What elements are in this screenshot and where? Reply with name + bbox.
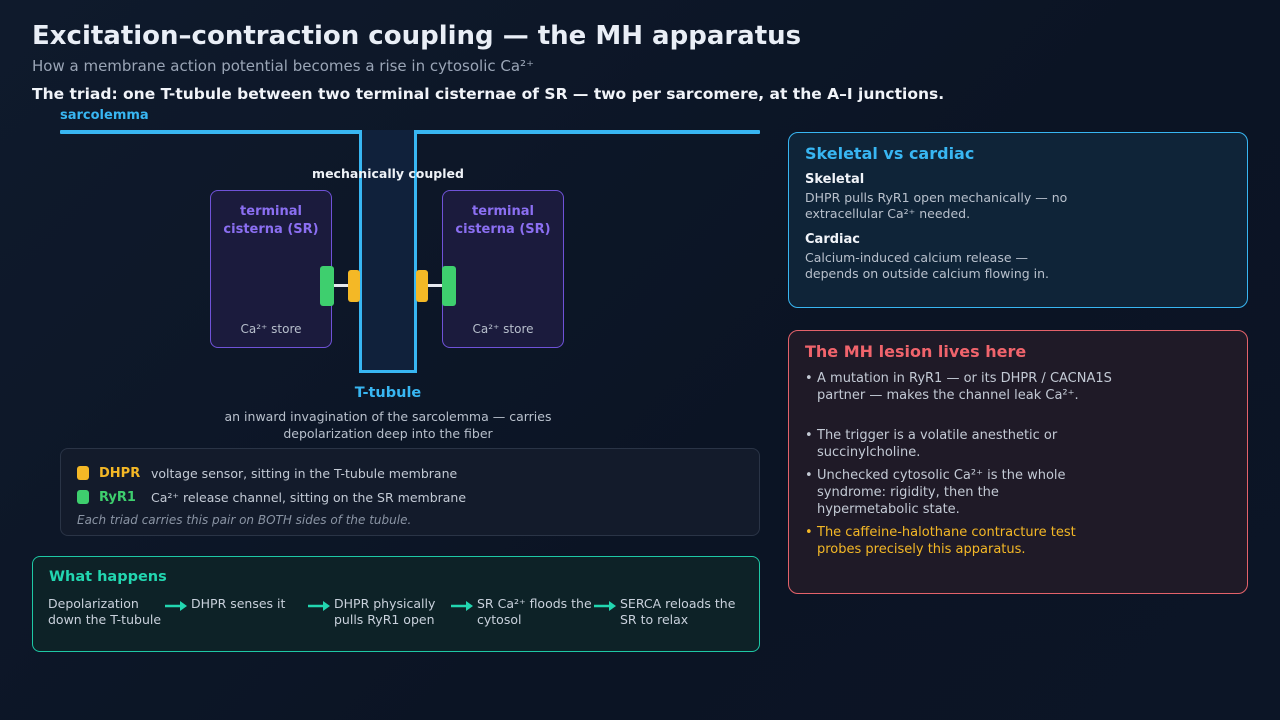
mh-bullet-4: •The caffeine-halothane contracture test… — [805, 525, 1076, 557]
sarcolemma-label: sarcolemma — [60, 108, 149, 123]
what-happens-panel: What happens Depolarization down the T-t… — [32, 556, 760, 652]
arrow-right-icon — [451, 601, 473, 611]
step-3: DHPR physically pulls RyR1 open — [334, 596, 436, 627]
cardiac-heading: Cardiac — [805, 232, 860, 247]
arrow-right-icon — [308, 601, 330, 611]
mh-bullet-3-text: Unchecked cytosolic Ca²⁺ is the whole sy… — [817, 468, 1066, 517]
ryr1-desc: Ca²⁺ release channel, sitting on the SR … — [151, 489, 467, 505]
t-tubule-label: T-tubule — [354, 385, 422, 401]
t-tubule-description: an inward invagination of the sarcolemma… — [224, 409, 552, 441]
mh-bullet-3: •Unchecked cytosolic Ca²⁺ is the whole s… — [805, 468, 1066, 517]
compare-title: Skeletal vs cardiac — [805, 144, 975, 163]
dhpr-left — [348, 270, 360, 302]
dhpr-name: DHPR — [99, 465, 141, 481]
dhpr-desc: voltage sensor, sitting in the T-tubule … — [151, 465, 458, 481]
cisterna-left-store: Ca²⁺ store — [240, 322, 302, 336]
mechanically-coupled-label: mechanically coupled — [312, 166, 464, 181]
ryr1-name: RyR1 — [99, 489, 136, 505]
legend: DHPR voltage sensor, sitting in the T-tu… — [60, 448, 760, 536]
arrow-right-icon — [594, 601, 616, 611]
dhpr-right — [416, 270, 428, 302]
mh-bullet-2: •The trigger is a volatile anesthetic or… — [805, 428, 1058, 460]
legend-row-dhpr: DHPR voltage sensor, sitting in the T-tu… — [77, 464, 457, 482]
what-happens-title: What happens — [49, 569, 167, 585]
ryr1-right — [442, 266, 456, 306]
terminal-cisterna-right: terminal cisterna (SR) Ca²⁺ store — [442, 190, 564, 348]
mh-bullet-1: •A mutation in RyR1 — or its DHPR / CACN… — [805, 371, 1112, 403]
triad-note: The triad: one T-tubule between two term… — [32, 85, 945, 103]
cisterna-right-label: terminal cisterna (SR) — [455, 204, 551, 237]
arrow-right-icon — [165, 601, 187, 611]
t-tubule — [359, 130, 417, 373]
mh-lesion-card: The MH lesion lives here •A mutation in … — [788, 330, 1248, 594]
coupling-link-left — [334, 284, 348, 287]
step-4: SR Ca²⁺ floods the cytosol — [477, 596, 592, 627]
coupling-link-right — [428, 284, 442, 287]
skeletal-text: DHPR pulls RyR1 open mechanically — no e… — [805, 190, 1068, 221]
mh-bullet-1-text: A mutation in RyR1 — or its DHPR / CACNA… — [817, 371, 1112, 403]
cisterna-right-store: Ca²⁺ store — [472, 322, 534, 336]
cardiac-text: Calcium-induced calcium release — depend… — [805, 250, 1050, 281]
terminal-cisterna-left: terminal cisterna (SR) Ca²⁺ store — [210, 190, 332, 348]
page-subtitle: How a membrane action potential becomes … — [32, 57, 534, 75]
legend-row-ryr1: RyR1 Ca²⁺ release channel, sitting on th… — [77, 488, 466, 506]
mh-bullet-2-text: The trigger is a volatile anesthetic or … — [817, 428, 1058, 460]
legend-note: Each triad carries this pair on BOTH sid… — [77, 513, 412, 527]
step-5: SERCA reloads the SR to relax — [620, 596, 736, 627]
skeletal-heading: Skeletal — [805, 172, 865, 187]
step-1: Depolarization down the T-tubule — [48, 596, 162, 627]
page-title: Excitation–contraction coupling — the MH… — [32, 21, 802, 51]
ryr1-left — [320, 266, 334, 306]
dhpr-swatch — [77, 466, 89, 480]
step-2: DHPR senses it — [191, 596, 286, 611]
cisterna-left-label: terminal cisterna (SR) — [223, 204, 319, 237]
skeletal-vs-cardiac-card: Skeletal vs cardiac Skeletal DHPR pulls … — [788, 132, 1248, 308]
ryr1-swatch — [77, 490, 89, 504]
mh-title: The MH lesion lives here — [805, 342, 1027, 361]
mh-bullet-4-text: The caffeine-halothane contracture test … — [817, 525, 1076, 557]
